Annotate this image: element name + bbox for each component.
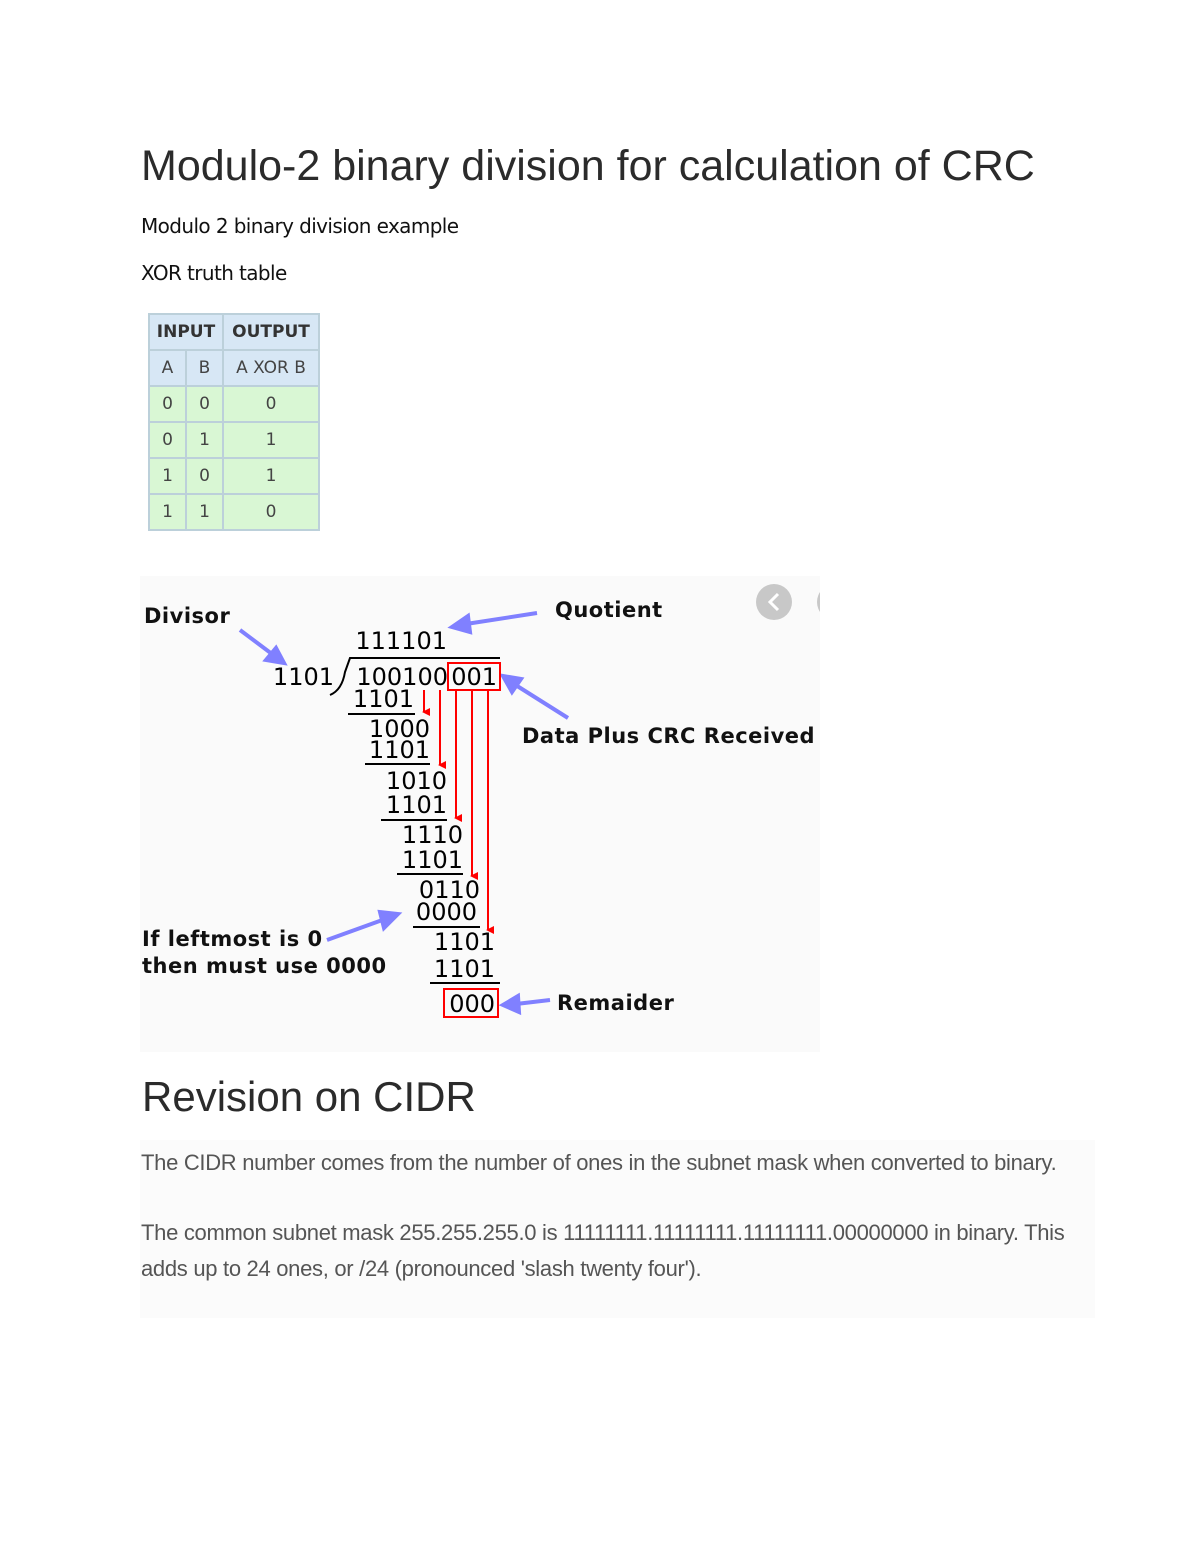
quotient-label: Quotient [555,598,663,622]
cidr-content: The CIDR number comes from the number of… [140,1140,1095,1318]
step: 1010 [386,767,447,795]
quotient: 111101 [355,627,447,655]
cell: 0 [185,457,224,495]
step: 1110 [402,821,463,849]
header-input: INPUT [148,313,224,351]
cell: 0 [222,493,320,531]
blue-arrows [238,611,570,1016]
subheader-a: A [148,349,187,387]
arrow-icon [499,673,525,696]
dividend-data: 100100 [356,663,448,691]
arrow-icon [326,917,386,942]
step: 1101 [369,736,430,764]
remainder-label: Remaider [557,991,674,1015]
header-output: OUTPUT [222,313,320,351]
crc-highlight-box [447,662,501,691]
step: 1101 [434,928,495,956]
cell: 0 [222,385,320,423]
subheader-b: B [185,349,224,387]
leftmost-label-2: then must use 0000 [142,954,387,978]
cell: 1 [185,421,224,459]
arrow-icon [447,612,473,635]
leftmost-label: If leftmost is 0 [142,927,323,951]
division-numbers: 111101 1101 100100 001 1101 1000 1101 10… [273,627,497,1018]
cell: 1 [148,493,187,531]
dividend-crc: 001 [451,663,497,691]
cell: 0 [148,385,187,423]
cell: 0 [185,385,224,423]
subheader-xor: A XOR B [222,349,320,387]
cell: 1 [222,421,320,459]
carousel-prev-button[interactable] [756,584,792,620]
data-crc-label: Data Plus CRC Received [522,724,815,748]
arrow-icon [465,611,538,626]
division-lines [329,657,500,984]
arrow-icon [377,909,403,932]
chevron-left-icon [767,592,780,612]
arrow-icon [515,998,551,1006]
step: 0000 [416,898,477,926]
remainder: 000 [449,990,495,1018]
cidr-paragraph: The CIDR number comes from the number of… [141,1150,1057,1175]
step: 1101 [434,955,495,983]
divisor: 1101 [273,663,334,691]
step: 0110 [419,876,480,904]
xor-caption: XOR truth table [141,261,287,285]
section-title-cidr: Revision on CIDR [142,1073,476,1120]
step: 1000 [369,715,430,743]
divisor-label: Divisor [144,604,230,628]
arrow-icon [262,644,288,666]
remainder-highlight-box [443,988,499,1018]
page-title: Modulo-2 binary division for calculation… [141,142,1035,190]
step: 1101 [402,846,463,874]
step: 1101 [386,791,447,819]
red-highlights [422,662,501,1018]
arrow-icon [238,628,274,656]
cell: 1 [148,457,187,495]
carousel-next-button[interactable] [817,584,820,620]
arrow-icon [512,682,570,720]
cell: 1 [185,493,224,531]
step: 1101 [353,685,414,713]
cidr-paragraph: The common subnet mask 255.255.255.0 is … [141,1220,1065,1281]
cell: 0 [148,421,187,459]
crc-division-diagram: Divisor Quotient Data Plus CRC Received … [140,576,820,1052]
arrow-icon [498,992,522,1016]
cell: 1 [222,457,320,495]
subtitle: Modulo 2 binary division example [141,214,459,238]
